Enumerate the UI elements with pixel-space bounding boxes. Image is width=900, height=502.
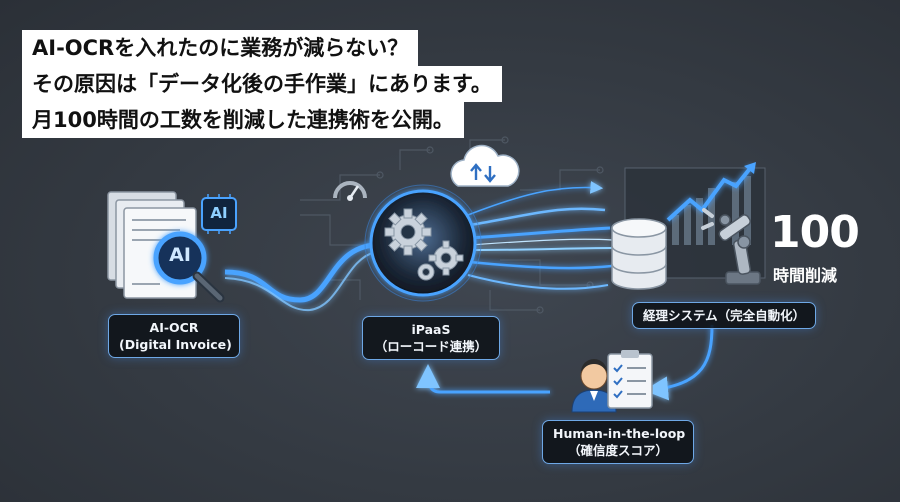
ipaas-label: iPaaS （ローコード連携） xyxy=(362,316,500,360)
savings-number: 100 xyxy=(770,207,860,258)
person-icon xyxy=(571,359,617,413)
ai-ocr-subtitle: (Digital Invoice) xyxy=(119,337,232,352)
human-in-the-loop-subtitle: （確信度スコア） xyxy=(567,443,668,458)
magnifier-badge: AI xyxy=(169,244,191,266)
headline-line-1: AI-OCRを入れたのに業務が減らない？ xyxy=(22,30,419,66)
ai-chip-icon xyxy=(201,194,237,234)
headline-line-2: その原因は「データ化後の手作業」にあります。 xyxy=(22,66,502,102)
ai-ocr-title: AI-OCR xyxy=(149,320,199,335)
human-in-the-loop-label: Human-in-the-loop （確信度スコア） xyxy=(542,420,694,464)
robot-arm-icon xyxy=(701,208,761,285)
magnifier-icon xyxy=(153,231,225,303)
accounting-system-label: 経理システム（完全自動化） xyxy=(632,302,817,329)
headline-line-3: 月100時間の工数を削減した連携術を公開。 xyxy=(22,102,464,138)
ipaas-title: iPaaS xyxy=(411,322,451,337)
savings-caption: 時間削減 xyxy=(773,266,838,285)
database-icon xyxy=(611,218,667,290)
flow-ocr-to-ipaas xyxy=(224,242,376,312)
human-in-the-loop-title: Human-in-the-loop xyxy=(553,426,686,441)
flow-feedback-loop xyxy=(416,324,714,401)
checklist-icon xyxy=(607,350,653,409)
flow-ipaas-to-accounting xyxy=(467,180,613,290)
ai-ocr-label: AI-OCR (Digital Invoice) xyxy=(108,314,240,358)
ipaas-subtitle: （ローコード連携） xyxy=(374,339,488,354)
gear-icon xyxy=(384,208,464,281)
cloud-sync-icon xyxy=(450,144,520,187)
gauge-icon xyxy=(333,181,367,201)
circuit-traces xyxy=(300,136,604,314)
ai-chip-badge: AI xyxy=(210,204,228,222)
